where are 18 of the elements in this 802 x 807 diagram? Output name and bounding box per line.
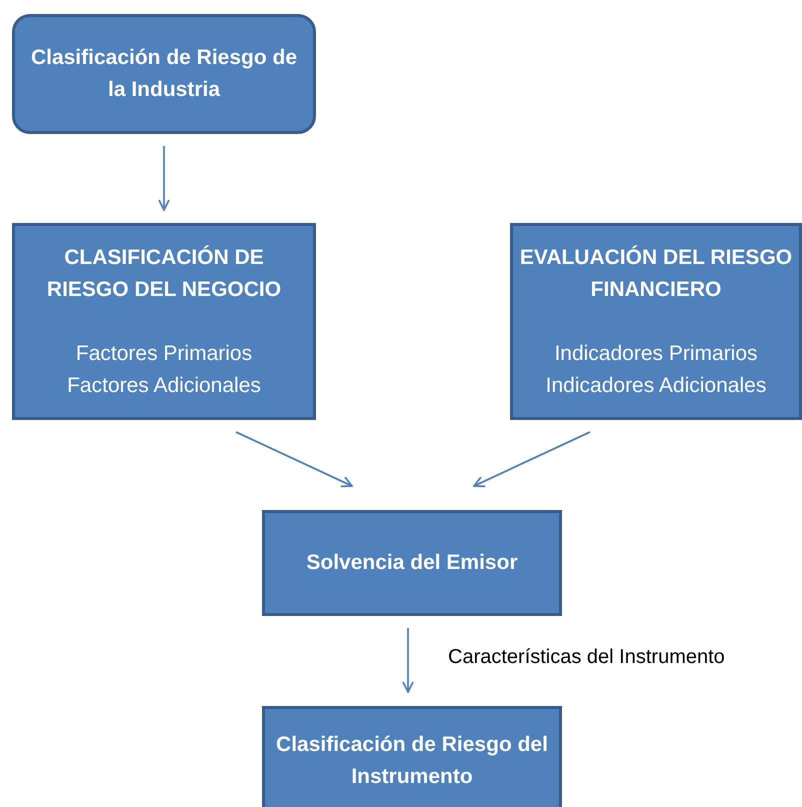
arrow xyxy=(236,431,353,488)
node-heading: EVALUACIÓN DEL RIESGO FINANCIERO xyxy=(519,244,793,302)
node-text: Indicadores Primarios xyxy=(554,340,758,366)
rounded-box xyxy=(12,14,316,134)
process-box xyxy=(262,706,562,807)
node-heading: CLASIFICACIÓN DE RIESGO DEL NEGOCIO xyxy=(46,244,282,302)
process-box xyxy=(12,223,316,420)
process-box xyxy=(510,223,802,420)
arrow xyxy=(402,628,414,693)
node-text: Factores Adicionales xyxy=(67,372,261,398)
arrow xyxy=(473,431,590,488)
node-heading: Solvencia del Emisor xyxy=(306,550,518,576)
arrow xyxy=(158,146,170,211)
node-heading: Clasificación de Riesgo de la Industria xyxy=(30,45,298,103)
node-heading: Clasificación de Riesgo del Instrumento xyxy=(275,732,549,790)
process-box xyxy=(262,510,562,616)
node-text: Factores Primarios xyxy=(76,340,252,366)
node-text: Indicadores Adicionales xyxy=(546,372,766,398)
